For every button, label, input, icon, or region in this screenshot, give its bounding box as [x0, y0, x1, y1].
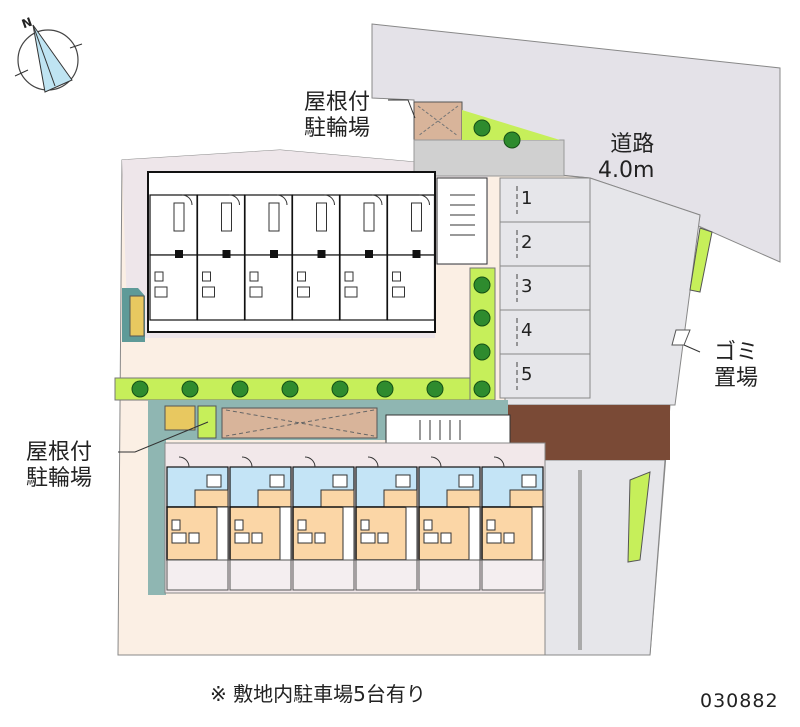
tree-icon: [131, 380, 149, 398]
parking-space-number: 2: [521, 232, 533, 253]
parking-space: [499, 265, 591, 311]
tree-icon: [503, 131, 521, 149]
stairs-lower: [385, 414, 511, 444]
parking-space-number: 5: [521, 364, 533, 385]
tree-icon: [473, 309, 491, 327]
garbage-label: ゴミ 置場: [714, 340, 758, 392]
planter-right: [689, 227, 713, 293]
leader-line-left: [118, 421, 209, 453]
units-lower: [166, 456, 544, 591]
stairs-upper: [436, 177, 488, 265]
label-line: 置場: [714, 366, 759, 391]
apartment-unit: [196, 194, 246, 321]
property-code: 030882: [700, 690, 779, 712]
label-line: 4.0m: [598, 158, 655, 183]
bike-parking-top-label: 屋根付 駐輪場: [304, 90, 370, 142]
apartment-unit: [355, 456, 418, 591]
apartment-unit: [166, 456, 229, 591]
bike-parking-left-label: 屋根付 駐輪場: [26, 440, 92, 492]
parking-space: [499, 309, 591, 355]
tree-icon: [473, 343, 491, 361]
parking-space-number: 1: [521, 188, 533, 209]
label-line: ゴミ: [714, 340, 759, 365]
compass-icon: [14, 24, 83, 93]
tree-icon: [473, 119, 491, 137]
apartment-unit: [149, 194, 198, 321]
parking-stalls: [499, 177, 591, 399]
apartment-unit: [481, 456, 544, 591]
leader-line-garbage: [683, 344, 701, 353]
parking-space-number: 4: [521, 320, 533, 341]
bike-shed-lower: [221, 407, 378, 439]
apartment-unit: [418, 456, 481, 591]
tree-icon: [231, 380, 249, 398]
label-line: 屋根付: [304, 90, 371, 115]
paving-top: [413, 139, 565, 177]
parking-space: [499, 177, 591, 223]
parking-note: ※ 敷地内駐車場5台有り: [210, 682, 426, 706]
leader-line-top: [388, 99, 416, 119]
units-upper: [149, 194, 436, 321]
parking-space: [499, 221, 591, 267]
tree-icon: [376, 380, 394, 398]
apartment-unit: [229, 456, 292, 591]
apartment-unit: [339, 194, 388, 321]
planter-lower-right: [627, 471, 651, 563]
parking-space: [499, 353, 591, 399]
apartment-unit: [292, 456, 355, 591]
road-label: 道路 4.0m: [598, 132, 655, 184]
tree-icon: [281, 380, 299, 398]
apartment-unit: [291, 194, 341, 321]
tree-icon: [473, 276, 491, 294]
label-line: 屋根付: [26, 440, 93, 465]
tree-icon: [426, 380, 444, 398]
label-line: 駐輪場: [26, 466, 93, 491]
tree-icon: [331, 380, 349, 398]
teal-walkway-side: [148, 430, 166, 595]
label-line: 駐輪場: [304, 116, 371, 141]
parking-space-number: 3: [521, 276, 533, 297]
tree-icon: [473, 380, 491, 398]
label-line: 道路: [610, 132, 655, 157]
trees: [131, 119, 521, 398]
apartment-unit: [244, 194, 293, 321]
apartment-unit: [386, 194, 436, 321]
tree-icon: [181, 380, 199, 398]
